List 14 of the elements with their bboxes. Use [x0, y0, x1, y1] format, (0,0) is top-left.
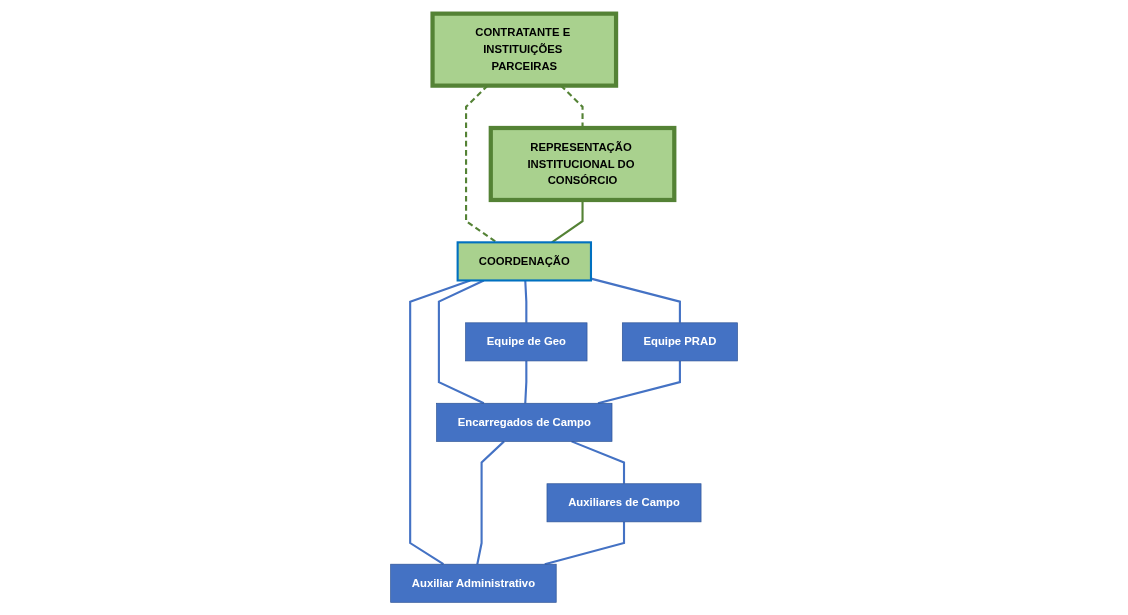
connector	[524, 279, 528, 323]
node-box: Equipe PRAD	[621, 321, 738, 361]
node-box: Auxiliares de Campo	[546, 482, 702, 522]
node-box: COORDENAÇÃO	[456, 240, 592, 282]
connector	[571, 439, 625, 484]
node-box: Encarregados de Campo	[436, 402, 613, 442]
connector	[590, 277, 681, 323]
node-box: Auxiliar Administrativo	[390, 563, 557, 603]
connector	[476, 440, 505, 564]
connector	[524, 360, 528, 403]
node-box: CONTRATANTE E INSTITUIÇÕES PARCEIRAS	[430, 11, 619, 88]
connector	[437, 279, 485, 404]
node-box: REPRESENTAÇÃO INSTITUCIONAL DO CONSÓRCIO	[488, 125, 677, 202]
node-box: Equipe de Geo	[465, 321, 588, 361]
